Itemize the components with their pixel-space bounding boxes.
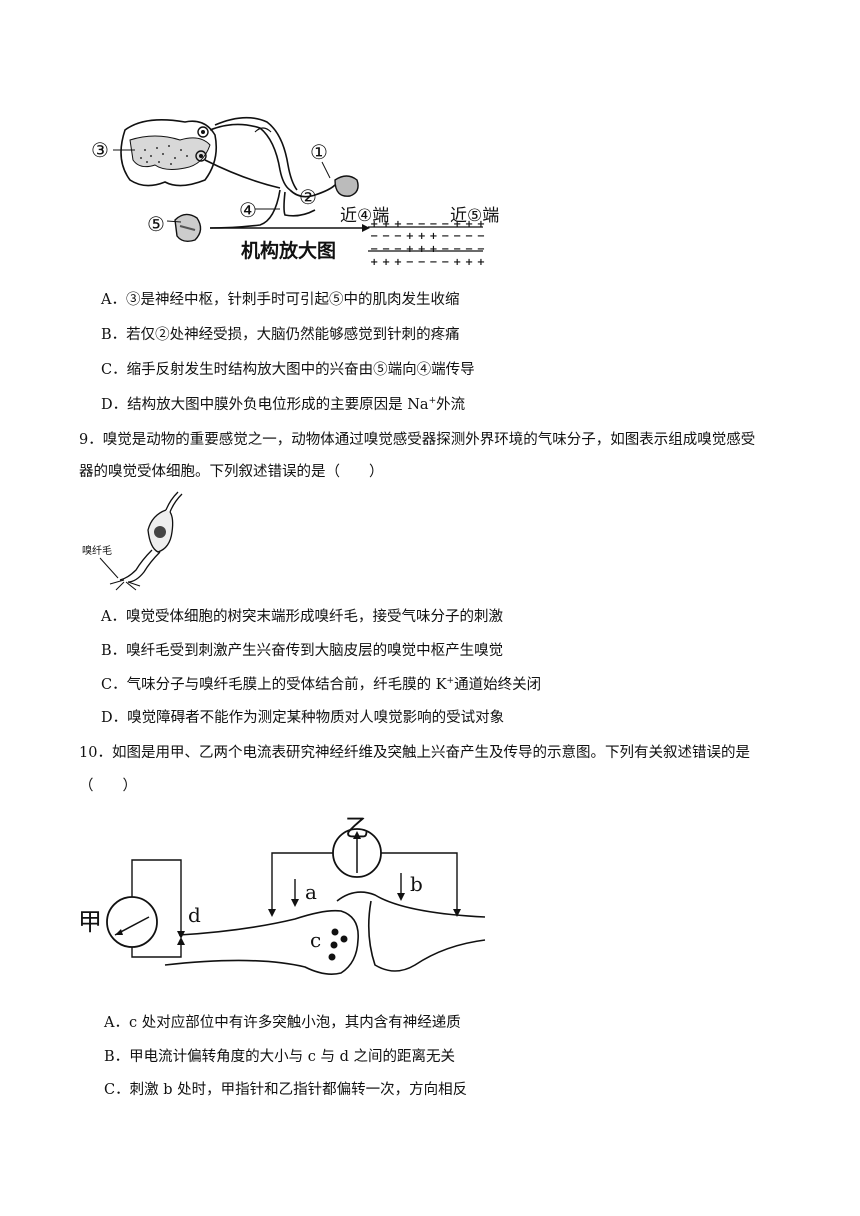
- q9-stem-line1: 9．嗅觉是动物的重要感觉之一，动物体通过嗅觉感受器探测外界环境的气味分子，如图表…: [79, 432, 756, 448]
- label-4: ④: [239, 198, 257, 222]
- q9-option-a: A．嗅觉受体细胞的树突末端形成嗅纤毛，接受气味分子的刺激: [101, 609, 503, 625]
- q8-option-a: A．③是神经中枢，针刺手时可引起⑤中的肌肉发生收缩: [101, 292, 460, 308]
- q8-option-b: B．若仅②处神经受损，大脑仍然能够感觉到针刺的疼痛: [101, 327, 460, 343]
- q10-stem-line2: （ ）: [79, 778, 137, 794]
- q9-option-b: B．嗅纤毛受到刺激产生兴奋传到大脑皮层的嗅觉中枢产生嗅觉: [101, 643, 504, 659]
- galvanometer-synapse-figure: [106, 828, 486, 975]
- q9-option-c: C．气味分子与嗅纤毛膜上的受体结合前，纤毛膜的 K+通道始终关闭: [101, 676, 542, 694]
- point-b-label: b: [410, 872, 423, 896]
- cilia-label: 嗅纤毛: [82, 546, 112, 557]
- membrane-row-4: + + + − − − − + + +: [370, 257, 486, 268]
- near-4-end: 近④端: [340, 206, 390, 226]
- ammeter-yi-label: 乙: [345, 814, 369, 842]
- figure-caption: 机构放大图: [241, 240, 337, 262]
- label-1: ①: [310, 140, 328, 164]
- membrane-row-3: − − − + + + − − − −: [370, 244, 486, 255]
- point-a-label: a: [305, 880, 317, 904]
- q10-stem-line1: 10．如图是用甲、乙两个电流表研究神经纤维及突触上兴奋产生及传导的示意图。下列有…: [79, 745, 750, 761]
- membrane-row-1: + + + − − − − + + +: [370, 219, 486, 230]
- membrane-row-2: − − − + + + − − − −: [370, 231, 486, 242]
- point-d-label: d: [188, 903, 201, 927]
- q9-stem-line2: 器的嗅觉受体细胞。下列叙述错误的是（ ）: [79, 464, 384, 480]
- label-3: ③: [91, 138, 109, 162]
- olfactory-cell-figure: [99, 491, 183, 591]
- label-5: ⑤: [147, 212, 165, 236]
- label-2: ②: [299, 185, 317, 209]
- q10-option-c: C．刺激 b 处时，甲指针和乙指针都偏转一次，方向相反: [104, 1082, 468, 1098]
- ammeter-jia-label: 甲: [78, 908, 102, 936]
- q10-option-b: B．甲电流计偏转角度的大小与 c 与 d 之间的距离无关: [104, 1049, 455, 1065]
- q10-option-a: A．c 处对应部位中有许多突触小泡，其内含有神经递质: [104, 1015, 461, 1031]
- q8-option-d: D．结构放大图中膜外负电位形成的主要原因是 Na+外流: [101, 396, 466, 414]
- reflex-arc-figure: [113, 116, 483, 252]
- near-5-end: 近⑤端: [450, 206, 500, 226]
- q8-option-c: C．缩手反射发生时结构放大图中的兴奋由⑤端向④端传导: [101, 362, 475, 378]
- spinal-cord-outline: [120, 119, 218, 187]
- point-c-label: c: [310, 928, 322, 952]
- q9-option-d: D．嗅觉障碍者不能作为测定某种物质对人嗅觉影响的受试对象: [101, 710, 505, 726]
- gray-matter: [129, 135, 211, 170]
